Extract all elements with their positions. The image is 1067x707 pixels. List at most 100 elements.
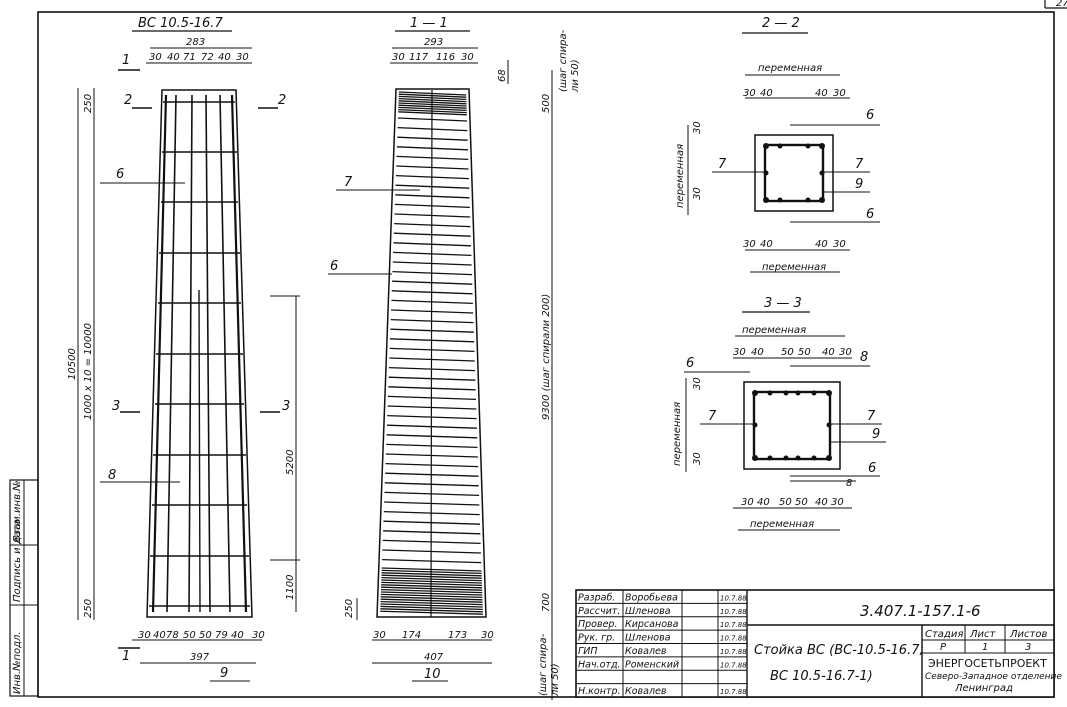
svg-text:3: 3 bbox=[112, 399, 120, 414]
spiral-turn bbox=[398, 111, 467, 116]
spiral-turn bbox=[385, 462, 479, 468]
svg-text:7: 7 bbox=[855, 157, 864, 172]
spiral-turn bbox=[388, 376, 476, 381]
svg-text:30: 30 bbox=[692, 452, 703, 465]
svg-text:переменная: переменная bbox=[742, 325, 806, 336]
title-block-date: 10.7.88 bbox=[720, 648, 747, 656]
svg-text:7: 7 bbox=[718, 157, 727, 172]
svg-text:40: 40 bbox=[167, 52, 180, 63]
svg-text:71: 71 bbox=[183, 52, 196, 63]
spiral-turn bbox=[390, 318, 474, 324]
svg-text:40: 40 bbox=[218, 52, 231, 63]
column-outline bbox=[146, 89, 253, 618]
section-3-3-view: 3 — 3 переменная 30 40 50 50 40 30 перем… bbox=[672, 296, 886, 531]
title-block-date: 10.7.88 bbox=[720, 621, 747, 629]
spiral-turn bbox=[381, 576, 482, 582]
spiral-turn bbox=[381, 581, 483, 587]
section-1-1-title: 1 — 1 bbox=[410, 16, 448, 31]
svg-text:7: 7 bbox=[867, 409, 876, 424]
spiral-turn bbox=[396, 165, 469, 170]
svg-text:8: 8 bbox=[108, 468, 116, 483]
spiral-turn bbox=[393, 242, 472, 247]
spiral-turn bbox=[380, 588, 483, 594]
spiral-turn bbox=[390, 328, 474, 333]
svg-text:30: 30 bbox=[733, 347, 746, 358]
spiral-turn bbox=[389, 347, 475, 353]
title-block-role: Провер. bbox=[578, 619, 617, 630]
spiral-turn bbox=[398, 93, 467, 98]
svg-text:30: 30 bbox=[743, 239, 756, 250]
svg-text:78: 78 bbox=[166, 630, 179, 641]
svg-text:9: 9 bbox=[855, 177, 863, 192]
svg-text:30: 30 bbox=[461, 52, 474, 63]
spiral-turn bbox=[387, 414, 477, 420]
section-3-3-title: 3 — 3 bbox=[764, 296, 802, 311]
spiral-turn bbox=[381, 579, 482, 584]
svg-text:2: 2 bbox=[278, 93, 286, 108]
svg-text:30: 30 bbox=[138, 630, 151, 641]
top-spiral-note: (шаг спира-ли 50) bbox=[558, 29, 581, 93]
sheet-frame bbox=[37, 11, 1055, 698]
page-number: 27 bbox=[1056, 0, 1067, 9]
svg-text:30: 30 bbox=[743, 88, 756, 99]
svg-text:30: 30 bbox=[373, 630, 386, 641]
svg-text:40: 40 bbox=[751, 347, 764, 358]
svg-text:6: 6 bbox=[686, 356, 694, 371]
svg-text:40: 40 bbox=[760, 88, 773, 99]
spiral-turn bbox=[396, 155, 469, 161]
svg-text:6: 6 bbox=[868, 461, 876, 476]
spiral-turn bbox=[398, 91, 467, 96]
svg-text:переменная: переменная bbox=[675, 144, 686, 208]
svg-text:30: 30 bbox=[833, 88, 846, 99]
svg-text:переменная: переменная bbox=[672, 402, 683, 466]
svg-text:117: 117 bbox=[409, 52, 429, 63]
spiral-turn bbox=[398, 106, 467, 112]
svg-text:9: 9 bbox=[872, 427, 880, 442]
svg-text:30: 30 bbox=[692, 187, 703, 200]
header-sheet: Лист bbox=[969, 629, 997, 640]
svg-text:7: 7 bbox=[708, 409, 717, 424]
svg-text:7: 7 bbox=[344, 175, 353, 190]
spiral-turn bbox=[389, 357, 475, 362]
side-stamp: Инв.№подл. Подпись и дата Взам.инв.№ bbox=[9, 479, 39, 697]
spiral-turn bbox=[391, 309, 474, 314]
svg-text:30: 30 bbox=[252, 630, 265, 641]
spiral-turn bbox=[394, 213, 471, 218]
svg-text:250: 250 bbox=[83, 94, 94, 113]
section-3-3-outline bbox=[743, 381, 841, 470]
svg-text:1100: 1100 bbox=[285, 575, 296, 600]
svg-text:50: 50 bbox=[183, 630, 196, 641]
spiral-turn bbox=[381, 584, 483, 589]
svg-text:8: 8 bbox=[860, 350, 868, 365]
svg-text:30: 30 bbox=[831, 497, 844, 508]
svg-text:173: 173 bbox=[448, 630, 467, 641]
title-block-role: ГИП bbox=[578, 646, 598, 657]
org-city: Ленинград bbox=[954, 683, 1013, 694]
spiral-turn bbox=[388, 386, 476, 391]
spiral-turn bbox=[384, 491, 480, 497]
spiral-turn bbox=[398, 102, 467, 107]
elevation-title: ВС 10.5-16.7 bbox=[138, 16, 223, 31]
stamp-sign-label: Подпись и дата bbox=[12, 519, 23, 602]
spiral-turn bbox=[395, 194, 470, 199]
title-block-role: Нач.отд. bbox=[578, 659, 621, 670]
spiral-turn bbox=[398, 108, 467, 114]
spiral-turn bbox=[383, 530, 481, 535]
spiral-turn bbox=[381, 569, 482, 575]
svg-text:30: 30 bbox=[833, 239, 846, 250]
svg-text:30: 30 bbox=[741, 497, 754, 508]
svg-text:250: 250 bbox=[344, 599, 355, 618]
svg-text:407: 407 bbox=[424, 652, 444, 663]
header-sheets: Листов bbox=[1009, 629, 1047, 640]
svg-text:50: 50 bbox=[199, 630, 212, 641]
spiral-turn bbox=[393, 232, 471, 237]
spiral-turn bbox=[385, 453, 478, 458]
svg-text:116: 116 bbox=[436, 52, 455, 63]
spiral-turn bbox=[392, 261, 472, 266]
spiral-turn bbox=[380, 608, 483, 613]
spiral-turn bbox=[393, 251, 472, 257]
spiral-turn bbox=[386, 424, 477, 429]
title-block-name: Роменский bbox=[625, 659, 679, 670]
